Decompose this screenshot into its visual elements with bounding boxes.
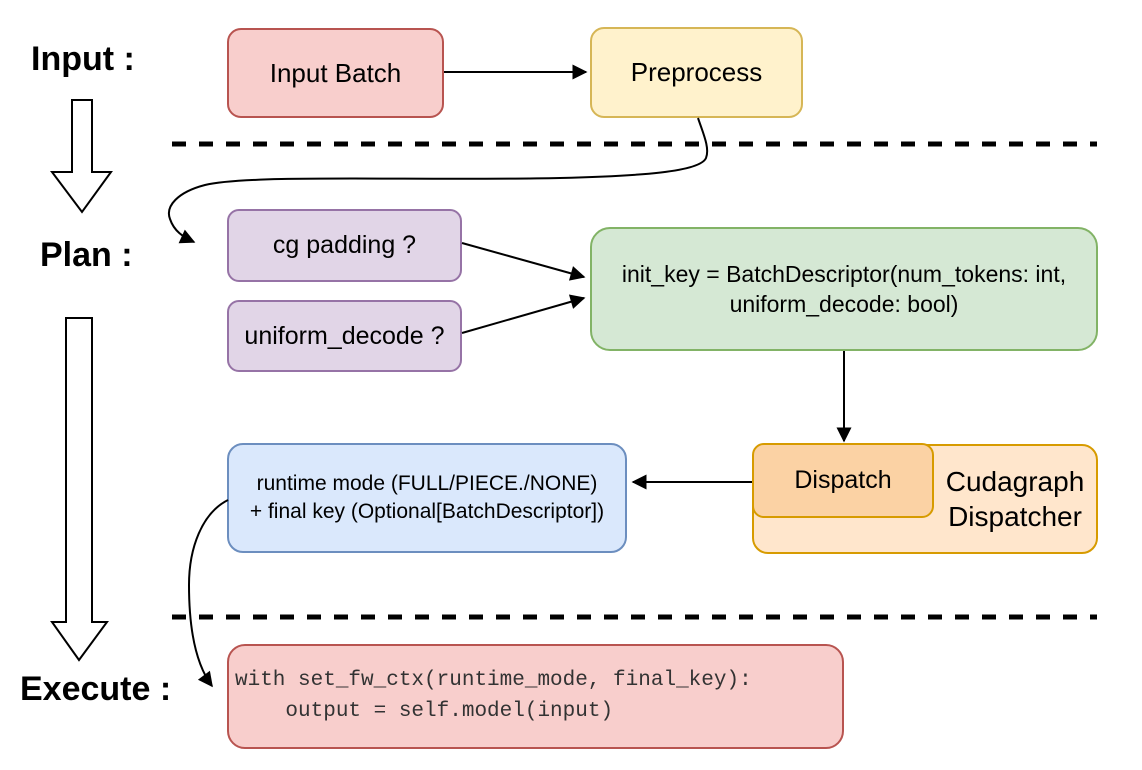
edge-uniformdecode-to-initkey	[461, 294, 586, 334]
cudagraph-label-line2: Dispatcher	[948, 501, 1082, 532]
stage-label-input: Input :	[31, 40, 135, 78]
edge-runtimemode-to-executecode	[187, 499, 229, 688]
node-preprocess: Preprocess	[590, 27, 803, 118]
node-cg-padding-label: cg padding ?	[272, 231, 417, 259]
node-runtime-mode-line2: + final key (Optional[BatchDescriptor])	[249, 500, 605, 523]
node-init-key: init_key = BatchDescriptor(num_tokens: i…	[590, 227, 1098, 351]
node-dispatch: Dispatch	[752, 443, 934, 518]
edge-cgpadding-to-initkey	[461, 242, 586, 281]
node-runtime-mode: runtime mode (FULL/PIECE./NONE) + final …	[227, 443, 627, 553]
stage-label-execute: Execute :	[20, 670, 172, 708]
execute-code-line2: output = self.model(input)	[235, 699, 614, 723]
execute-code-line1: with set_fw_ctx(runtime_mode, final_key)…	[235, 669, 752, 693]
stage-label-plan: Plan :	[40, 236, 133, 274]
node-dispatch-label: Dispatch	[794, 466, 892, 494]
node-cg-padding: cg padding ?	[227, 209, 462, 282]
node-preprocess-label: Preprocess	[630, 57, 763, 88]
node-uniform-decode: uniform_decode ?	[227, 300, 462, 372]
node-runtime-mode-line1: runtime mode (FULL/PIECE./NONE)	[256, 472, 598, 496]
node-input-batch-label: Input Batch	[269, 57, 402, 88]
node-cudagraph-dispatcher-label: Cudagraph Dispatcher	[938, 446, 1092, 552]
node-uniform-decode-label: uniform_decode ?	[244, 321, 445, 350]
stage-arrow-input-to-plan	[50, 99, 113, 214]
node-input-batch: Input Batch	[227, 28, 444, 118]
cudagraph-label-line1: Cudagraph	[945, 466, 1085, 497]
node-init-key-line1: init_key = BatchDescriptor(num_tokens: i…	[621, 260, 1067, 287]
node-init-key-line2: uniform_decode: bool)	[729, 291, 959, 317]
node-execute-code: with set_fw_ctx(runtime_mode, final_key)…	[227, 644, 844, 749]
stage-arrow-plan-to-execute	[50, 317, 109, 662]
